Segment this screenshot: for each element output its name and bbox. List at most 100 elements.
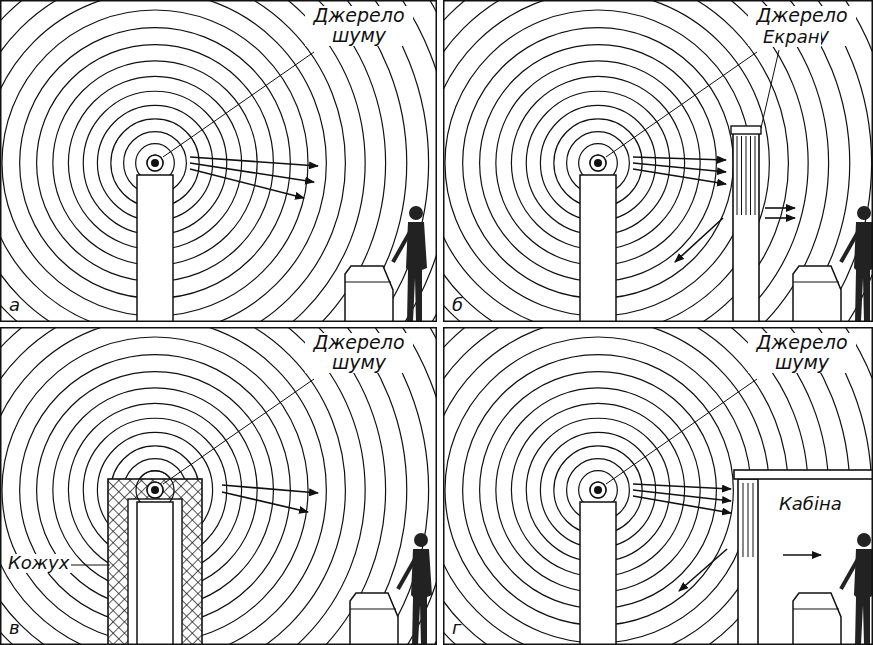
casing-inner (128, 499, 182, 645)
sound-arrow (222, 485, 318, 493)
sound-wave (147, 482, 163, 498)
sound-wave (147, 482, 163, 498)
sound-arrow (190, 169, 304, 198)
panel-border (444, 328, 873, 645)
sound-wave (443, 0, 788, 322)
machine-stand (137, 502, 173, 645)
cabin-wall (738, 479, 758, 645)
screen-lining (746, 136, 747, 215)
sound-wave (0, 327, 386, 645)
casing (108, 479, 202, 645)
sound-wave (0, 327, 326, 645)
panel-art (0, 327, 437, 645)
sound-wave (0, 0, 429, 322)
sound-wave (443, 0, 872, 322)
sound-wave (443, 0, 829, 322)
control-desk (350, 609, 396, 610)
panel-letter: а (7, 296, 22, 315)
sound-wave (0, 327, 407, 645)
screen-lining (737, 136, 738, 215)
machine-stand (580, 175, 616, 322)
noise-source (590, 482, 606, 498)
panel-border (1, 1, 437, 322)
cabin-roof (734, 470, 873, 479)
panel-art (0, 0, 437, 322)
screen-label: Екран (761, 28, 821, 47)
cabin-lining (748, 483, 749, 557)
sound-wave (0, 0, 326, 322)
operator-head (414, 533, 428, 547)
leader-line (163, 379, 314, 484)
screen-lining (741, 136, 742, 215)
machine-stand (137, 175, 173, 322)
panel-border (1, 328, 437, 645)
scheme-panel: Джерело шумуКожухв (0, 327, 437, 645)
control-desk (793, 609, 839, 610)
operator-head (409, 206, 423, 220)
control-desk (793, 593, 841, 645)
sound-wave (443, 327, 808, 645)
operator-arm (398, 559, 415, 589)
sound-wave (0, 0, 437, 322)
sound-wave (443, 0, 850, 322)
screen (733, 132, 759, 322)
source-label: Джерело шуму (305, 333, 413, 373)
sound-wave (147, 155, 163, 171)
sound-arrow (633, 496, 731, 513)
noise-source (151, 486, 159, 494)
noise-source (151, 159, 159, 167)
sound-arrow (765, 217, 795, 219)
leader-line (761, 50, 779, 128)
noise-source (590, 155, 606, 171)
noise-source (594, 486, 602, 494)
scheme-panel: Джерело шумуЕкранб (443, 0, 873, 322)
sound-wave (0, 327, 429, 645)
sound-arrow (633, 169, 726, 184)
screen-lining (750, 136, 751, 215)
leader-line (606, 379, 757, 484)
sound-wave (590, 155, 606, 171)
sound-arrow (675, 218, 723, 262)
sound-wave (443, 327, 769, 645)
operator-arm (841, 232, 858, 262)
panel-illustration (443, 327, 873, 645)
sound-arrow (765, 207, 795, 209)
control-desk (793, 266, 841, 322)
sound-wave (443, 0, 873, 322)
sound-wave (0, 0, 345, 322)
operator-head (857, 206, 871, 220)
casing-label: Кожух (6, 554, 71, 573)
control-desk (793, 282, 839, 283)
control-desk (345, 266, 393, 322)
leader-line (606, 52, 757, 157)
scheme-panel: Джерело шумуа (0, 0, 437, 322)
operator-head (857, 533, 871, 547)
panel-art (443, 0, 873, 322)
sound-arrow (190, 157, 318, 166)
leader-line (163, 52, 314, 157)
machine-stand (580, 502, 616, 645)
screen-lining (755, 136, 756, 215)
sound-wave (0, 327, 345, 645)
panel-illustration (0, 0, 437, 322)
noise-source (147, 155, 163, 171)
scheme-panel: Джерело шумуКабінаг (443, 327, 873, 645)
sound-wave (0, 0, 437, 322)
panel-illustration (443, 0, 873, 322)
cabin-lining (753, 483, 754, 557)
sound-arrow (222, 492, 308, 512)
sound-wave (0, 0, 407, 322)
sound-wave (443, 0, 808, 322)
panel-border (444, 1, 873, 322)
panel-art (443, 327, 873, 645)
cabin-label: Кабіна (777, 495, 844, 514)
panel-illustration (0, 327, 437, 645)
screen (731, 126, 761, 134)
sound-wave (0, 327, 437, 645)
sound-wave (443, 327, 788, 645)
noise-source (594, 159, 602, 167)
sound-wave (0, 327, 437, 645)
operator-arm (393, 232, 410, 262)
cabin-interior (738, 479, 873, 645)
panel-letter: г (450, 619, 463, 638)
